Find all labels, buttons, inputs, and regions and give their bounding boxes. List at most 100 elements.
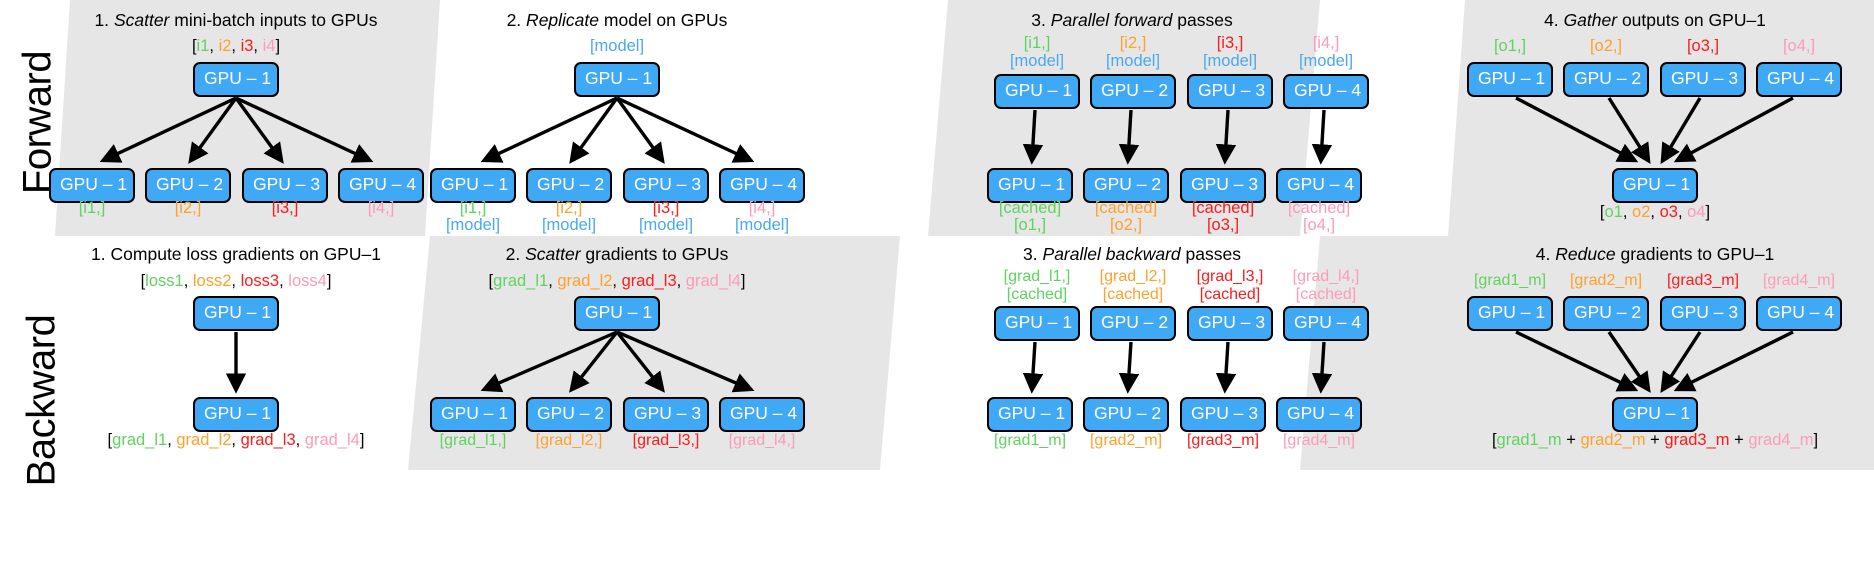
- forward-step4-gpu-2[interactable]: GPU – 2: [1563, 62, 1649, 97]
- backward-step2-label-4: [grad_l4,]: [728, 432, 796, 449]
- arrow-b3-3: [1215, 341, 1237, 394]
- backward-step4-target-gpu[interactable]: GPU – 1: [1612, 397, 1698, 432]
- backward-step1-top-gpu[interactable]: GPU – 1: [193, 296, 279, 331]
- backward-step2-label-3: [grad_l3,]: [632, 432, 700, 449]
- backward-step2-source-gpu[interactable]: GPU – 1: [574, 296, 660, 331]
- arrow-f1-2: [188, 97, 238, 164]
- backward-step2-gpu-2[interactable]: GPU – 2: [526, 397, 612, 432]
- backward-step4-gpu-2[interactable]: GPU – 2: [1563, 296, 1649, 331]
- arrow-f4-3: [1660, 97, 1702, 165]
- backward-step2-gpu-3[interactable]: GPU – 3: [623, 397, 709, 432]
- forward-step2-label-2b: [model]: [541, 216, 597, 234]
- backward-step3-bot-3: [grad3_m]: [1186, 432, 1260, 449]
- backward-step3-top-gpu-2[interactable]: GPU – 2: [1090, 306, 1176, 341]
- forward-step3-top-3b: [model]: [1202, 52, 1258, 70]
- backward-step3-top-1a: [grad_l1,]: [1003, 268, 1071, 285]
- forward-step1-source-gpu[interactable]: GPU – 1: [193, 62, 279, 97]
- backward-step4-gpu-3[interactable]: GPU – 3: [1660, 296, 1746, 331]
- backward-step4-top-3: [grad3_m]: [1666, 272, 1740, 289]
- forward-step4-title: 4. Gather outputs on GPU–1: [1544, 10, 1766, 31]
- step-rest: model on GPUs: [603, 10, 728, 30]
- arrow-f1-1: [99, 96, 237, 163]
- forward-step4-target-gpu[interactable]: GPU – 1: [1612, 168, 1698, 203]
- forward-step4-top-1: [o1,]: [1493, 37, 1527, 55]
- forward-step3-top-gpu-1[interactable]: GPU – 1: [994, 74, 1080, 109]
- forward-step2-gpu-1[interactable]: GPU – 1: [430, 168, 516, 203]
- step-emphasis: Replicate: [526, 10, 600, 30]
- backward-step4-gpu-4[interactable]: GPU – 4: [1756, 296, 1842, 331]
- arrow-b4-3: [1660, 331, 1702, 393]
- forward-step2-source-gpu[interactable]: GPU – 1: [574, 62, 660, 97]
- forward-step4-gpu-1[interactable]: GPU – 1: [1467, 62, 1553, 97]
- arrow-f1-4: [235, 96, 374, 163]
- forward-step4-gpu-3[interactable]: GPU – 3: [1660, 62, 1746, 97]
- backward-step4-top-1: [grad1_m]: [1473, 272, 1547, 289]
- backward-step4-title: 4. Reduce gradients to GPU–1: [1536, 244, 1774, 265]
- arrow-b2-1: [480, 330, 618, 393]
- forward-step3-title: 3. Parallel forward passes: [1031, 10, 1232, 31]
- step-emphasis: Gather: [1563, 10, 1618, 30]
- backward-step3-bot-gpu-4[interactable]: GPU – 4: [1276, 397, 1362, 432]
- forward-step3-bot-gpu-3[interactable]: GPU – 3: [1180, 168, 1266, 203]
- backward-step3-top-gpu-4[interactable]: GPU – 4: [1283, 306, 1369, 341]
- arrow-b3-4: [1311, 341, 1333, 394]
- backward-step4-top-4: [grad4_m]: [1762, 272, 1836, 289]
- arrow-b2-3: [615, 330, 665, 393]
- forward-step3-bot-2b: [o2,]: [1109, 216, 1143, 234]
- forward-step2-label-4a: [i4,]: [748, 199, 776, 217]
- step-number: 3.: [1031, 10, 1046, 30]
- backward-step1-bottom-label: [grad_l1, grad_l2, grad_l3, grad_l4]: [107, 431, 365, 449]
- forward-step2-gpu-4[interactable]: GPU – 4: [719, 168, 805, 203]
- forward-step3-top-gpu-4[interactable]: GPU – 4: [1283, 74, 1369, 109]
- backward-step3-bot-gpu-1[interactable]: GPU – 1: [987, 397, 1073, 432]
- forward-step2-title: 2. Replicate model on GPUs: [507, 10, 728, 31]
- forward-step2-gpu-3[interactable]: GPU – 3: [623, 168, 709, 203]
- arrow-f4-2: [1607, 97, 1651, 165]
- backward-step1-bottom-gpu[interactable]: GPU – 1: [193, 397, 279, 432]
- forward-step1-gpu-1[interactable]: GPU – 1: [49, 168, 135, 203]
- backward-step3-top-2b: [cached]: [1102, 286, 1164, 303]
- step-rest: passes: [1185, 244, 1241, 264]
- forward-step3-bot-2a: [cached]: [1094, 199, 1158, 217]
- backward-step3-top-gpu-1[interactable]: GPU – 1: [994, 306, 1080, 341]
- step-emphasis: Scatter: [525, 244, 581, 264]
- backward-step3-bot-2: [grad2_m]: [1089, 432, 1163, 449]
- forward-step3-top-gpu-2[interactable]: GPU – 2: [1090, 74, 1176, 109]
- forward-step3-top-gpu-3[interactable]: GPU – 3: [1187, 74, 1273, 109]
- backward-step3-bot-gpu-3[interactable]: GPU – 3: [1180, 397, 1266, 432]
- step-number: 4.: [1544, 10, 1559, 30]
- backward-step2-gpu-1[interactable]: GPU – 1: [430, 397, 516, 432]
- forward-step1-gpu-2[interactable]: GPU – 2: [145, 168, 231, 203]
- forward-step1-gpu-4[interactable]: GPU – 4: [338, 168, 424, 203]
- forward-step1-gpu-3[interactable]: GPU – 3: [242, 168, 328, 203]
- arrow-f2-2: [569, 97, 619, 164]
- backward-step3-bot-gpu-2[interactable]: GPU – 2: [1083, 397, 1169, 432]
- backward-step3-top-gpu-3[interactable]: GPU – 3: [1187, 306, 1273, 341]
- forward-step4-gpu-4[interactable]: GPU – 4: [1756, 62, 1842, 97]
- forward-step2-gpu-2[interactable]: GPU – 2: [526, 168, 612, 203]
- forward-step3-bot-gpu-2[interactable]: GPU – 2: [1083, 168, 1169, 203]
- backward-step2-top-label: [grad_l1, grad_l2, grad_l3, grad_l4]: [488, 272, 746, 290]
- forward-step1-top-label: [i1, i2, i3, i4]: [191, 37, 281, 55]
- forward-step3-bot-gpu-4[interactable]: GPU – 4: [1276, 168, 1362, 203]
- forward-step3-top-1b: [model]: [1009, 52, 1065, 70]
- backward-step3-top-4a: [grad_l4,]: [1292, 268, 1360, 285]
- arrow-f2-3: [615, 97, 665, 164]
- backward-step3-bot-1: [grad1_m]: [993, 432, 1067, 449]
- forward-step4-bottom-label: [o1, o2, o3, o4]: [1599, 203, 1711, 221]
- arrow-f2-4: [616, 96, 755, 163]
- backward-step4-gpu-1[interactable]: GPU – 1: [1467, 296, 1553, 331]
- forward-step3-bot-4b: [o4,]: [1302, 216, 1336, 234]
- step-number: 1.: [94, 10, 110, 30]
- forward-step1-label-1: [i1,]: [78, 199, 106, 217]
- backward-step2-gpu-4[interactable]: GPU – 4: [719, 397, 805, 432]
- arrow-f4-1: [1515, 96, 1639, 163]
- forward-step2-label-4b: [model]: [734, 216, 790, 234]
- forward-step3-bot-gpu-1[interactable]: GPU – 1: [987, 168, 1073, 203]
- step-emphasis: Parallel forward: [1050, 10, 1173, 30]
- backward-step4-bottom-label: [grad1_m + grad2_m + grad3_m + grad4_m]: [1491, 431, 1819, 449]
- forward-step1-label-3: [i3,]: [271, 199, 299, 217]
- arrow-b4-2: [1607, 331, 1651, 393]
- arrow-b3-2: [1118, 341, 1140, 394]
